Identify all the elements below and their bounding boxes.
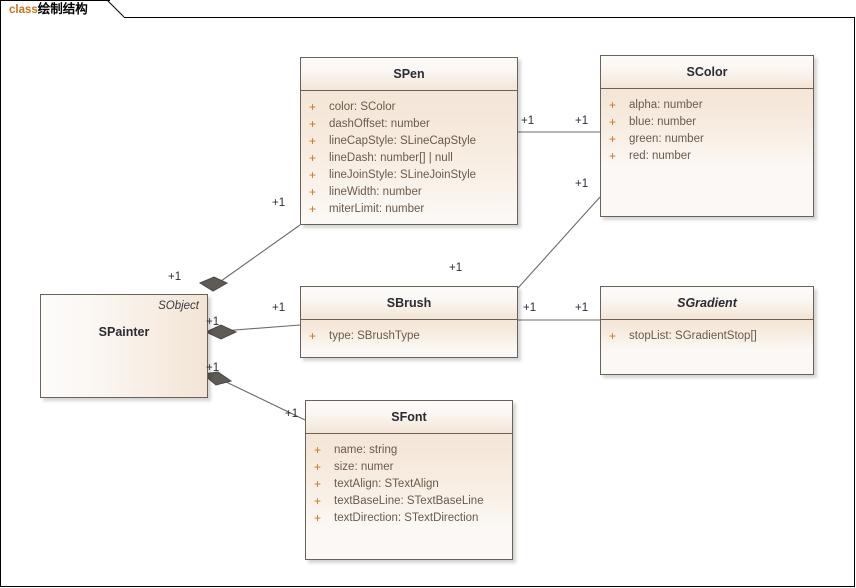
visibility-marker: + [309,201,317,216]
attribute-signature: miterLimit: number [329,202,425,215]
attribute-row: + color: SColor [301,98,517,115]
attribute-signature: lineDash: number[] | null [329,151,453,164]
attribute-signature: lineWidth: number [329,185,422,198]
attribute-signature: lineJoinStyle: SLineJoinStyle [329,168,477,181]
attribute-row: + size: numer [306,458,512,475]
visibility-marker: + [314,510,322,525]
visibility-marker: + [609,131,617,146]
multiplicity-painter-brush: +1 [206,316,220,328]
attribute-signature: stopList: SGradientStop[] [629,329,757,342]
attribute-row: + alpha: number [601,96,813,113]
class-scolor-attributes: + alpha: number + blue: number + green: … [601,89,813,170]
visibility-marker: + [309,184,317,199]
visibility-marker: + [314,476,322,491]
attribute-row: + dashOffset: number [301,115,517,132]
multiplicity-pen-color: +1 [521,115,535,127]
class-spen-attributes: + color: SColor + dashOffset: number + l… [301,91,517,223]
class-box-spainter[interactable]: SObject SPainter [40,294,208,398]
multiplicity-gradient-brush: +1 [575,302,589,314]
attribute-signature: textBaseLine: STextBaseLine [334,494,484,507]
visibility-marker: + [609,328,617,343]
class-box-sgradient[interactable]: SGradient + stopList: SGradientStop[] [600,286,814,375]
attribute-signature: green: number [629,132,704,145]
class-sgradient-title: SGradient [601,287,813,320]
diamond-painter-pen-icon [198,276,229,292]
class-sbrush-attributes: + type: SBrushType [301,320,517,350]
class-sbrush-title: SBrush [301,287,517,320]
attribute-row: + stopList: SGradientStop[] [601,327,813,344]
attribute-row: + textAlign: STextAlign [306,475,512,492]
attribute-row: + blue: number [601,113,813,130]
visibility-marker: + [314,493,322,508]
class-scolor-title: SColor [601,56,813,89]
class-box-sbrush[interactable]: SBrush + type: SBrushType [300,286,518,358]
attribute-row: + miterLimit: number [301,200,517,217]
multiplicity-font-painter: +1 [285,408,299,420]
visibility-marker: + [609,97,617,112]
attribute-signature: red: number [629,149,692,162]
diagram-title-name: 绘制结构 [37,2,88,16]
link-brush-color [517,196,601,289]
visibility-marker: + [309,167,317,182]
attribute-row: + lineDash: number[] | null [301,149,517,166]
visibility-marker: + [309,133,317,148]
attribute-signature: blue: number [629,115,697,128]
class-box-sfont[interactable]: SFont + name: string + size: numer + tex… [305,400,513,560]
class-sgradient-attributes: + stopList: SGradientStop[] [601,320,813,350]
visibility-marker: + [314,442,322,457]
multiplicity-painter-font: +1 [206,362,220,374]
multiplicity-color-brush: +1 [575,178,589,190]
class-box-scolor[interactable]: SColor + alpha: number + blue: number + … [600,55,814,217]
attribute-signature: lineCapStyle: SLineCapStyle [329,134,477,147]
class-spainter-title: SPainter [98,325,150,339]
visibility-marker: + [609,114,617,129]
diagram-title: class绘制结构 [9,2,88,16]
diagram-frame-tab [0,0,110,18]
class-sfont-title: SFont [306,401,512,434]
multiplicity-color-pen: +1 [575,115,589,127]
diagram-frame-top-edge [124,17,855,18]
attribute-signature: color: SColor [329,100,396,113]
visibility-marker: + [309,116,317,131]
attribute-row: + textBaseLine: STextBaseLine [306,492,512,509]
attribute-row: + red: number [601,147,813,164]
diamond-painter-font-icon [201,371,233,386]
visibility-marker: + [309,328,317,343]
link-painter-font [221,379,306,421]
attribute-signature: size: numer [334,460,394,473]
multiplicity-brush-painter: +1 [272,302,286,314]
multiplicity-pen-painter: +1 [272,197,286,209]
multiplicity-painter-pen: +1 [168,271,182,283]
visibility-marker: + [314,459,322,474]
diamond-painter-brush-icon [204,324,238,340]
visibility-marker: + [609,148,617,163]
attribute-row: + textDirection: STextDirection [306,509,512,526]
class-sfont-attributes: + name: string + size: numer + textAlign… [306,434,512,532]
attribute-row: + type: SBrushType [301,327,517,344]
class-spainter-parent-name: SObject [158,300,199,312]
attribute-signature: name: string [334,443,398,456]
attribute-row: + lineWidth: number [301,183,517,200]
attribute-signature: textAlign: STextAlign [334,477,439,490]
attribute-signature: textDirection: STextDirection [334,511,479,524]
link-painter-pen [213,224,301,287]
attribute-row: + lineCapStyle: SLineCapStyle [301,132,517,149]
attribute-row: + lineJoinStyle: SLineJoinStyle [301,166,517,183]
visibility-marker: + [309,99,317,114]
class-box-spen[interactable]: SPen + color: SColor + dashOffset: numbe… [300,57,518,225]
multiplicity-brush-gradient: +1 [523,302,537,314]
visibility-marker: + [309,150,317,165]
attribute-signature: alpha: number [629,98,703,111]
attribute-signature: type: SBrushType [329,329,420,342]
attribute-signature: dashOffset: number [329,117,430,130]
class-spen-title: SPen [301,58,517,91]
attribute-row: + green: number [601,130,813,147]
multiplicity-brush-color: +1 [449,262,463,274]
attribute-row: + name: string [306,441,512,458]
link-painter-brush [221,324,301,332]
diagram-frame-tab-diagonal-icon [106,0,125,18]
diagram-title-keyword: class [9,4,38,16]
